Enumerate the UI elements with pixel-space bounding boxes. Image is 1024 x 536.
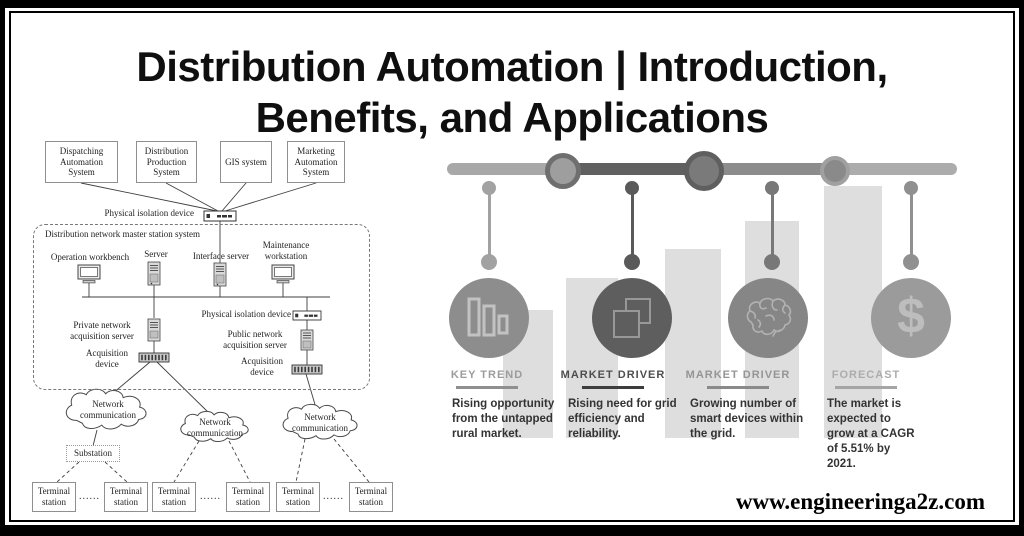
system-box-dispatching: Dispatching Automation System — [45, 141, 118, 183]
body-line: efficiency and — [568, 413, 645, 425]
column-header-forecast: FORECAST — [831, 369, 901, 381]
connector-4-line — [909, 193, 913, 255]
page-title-line2: Benefits, and Applications — [255, 94, 769, 142]
brain-icon — [746, 297, 792, 337]
header-rule-1 — [456, 386, 518, 389]
maintenance-workstation-label: Maintenance workstation — [262, 240, 310, 261]
body-line: reliability. — [568, 428, 621, 440]
milestone-circle-market-driver-1 — [592, 278, 672, 358]
body-line: 2021. — [827, 458, 856, 470]
body-line: Rising opportunity — [452, 398, 555, 410]
milestone-circle-forecast: $ — [871, 278, 951, 358]
connector-4-top-dot — [904, 181, 918, 195]
timeline-segment-1 — [447, 163, 561, 175]
column-header-market-driver-1: MARKET DRIVER — [560, 369, 666, 381]
connector-4-bottom-dot — [903, 254, 919, 270]
timeline-segment-2 — [561, 163, 703, 175]
master-station-dashed-box — [33, 224, 370, 390]
body-line: Growing number of — [690, 398, 797, 410]
interface-server-label: Interface server — [192, 251, 250, 261]
column-body-market-driver-2: Growing number of smart devices within t… — [690, 397, 840, 442]
connector-1-top-dot — [482, 181, 496, 195]
page-title: Distribution Automation | Introduction,B… — [0, 41, 1024, 143]
timeline-segment-3 — [703, 163, 835, 175]
connector-2-bottom-dot — [624, 254, 640, 270]
timeline-node-1 — [545, 153, 581, 189]
body-line: rural market. — [452, 428, 522, 440]
body-line: smart devices within — [690, 413, 804, 425]
private-network-server-label: Private network acquisition server — [70, 320, 134, 341]
ellipsis-1: ...... — [79, 491, 100, 502]
body-line: grow at a CAGR — [827, 428, 915, 440]
body-line: expected to — [827, 413, 891, 425]
cloud-label-3: Network communication — [292, 412, 348, 433]
physical-isolation-device-icon-top — [203, 210, 237, 222]
header-rule-4 — [835, 386, 897, 389]
body-line: Rising need for grid — [568, 398, 677, 410]
bar-chart-icon — [467, 297, 509, 337]
website-url: www.engineeringa2z.com — [735, 489, 985, 514]
ellipsis-2: ...... — [200, 491, 221, 502]
background-bar-3 — [665, 249, 721, 438]
connector-3-line — [770, 193, 774, 255]
cloud-label-2: Network communication — [187, 417, 243, 438]
operation-workbench-label: Operation workbench — [50, 252, 130, 262]
header-rule-2 — [582, 386, 644, 389]
connector-2-line — [630, 193, 634, 255]
terminal-station-box-6: Terminal station — [349, 482, 393, 512]
milestone-circle-market-driver-2 — [728, 278, 808, 358]
terminal-station-box-5: Terminal station — [276, 482, 320, 512]
substation-box: Substation — [66, 445, 120, 462]
column-header-market-driver-2: MARKET DRIVER — [685, 369, 791, 381]
server-label: Server — [144, 249, 168, 259]
physical-isolation-device-top-label: Physical isolation device — [104, 208, 194, 218]
connector-1-bottom-dot — [481, 254, 497, 270]
timeline-segment-4 — [835, 163, 957, 175]
public-network-server-label: Public network acquisition server — [223, 329, 287, 350]
column-body-key-trend: Rising opportunity from the untapped rur… — [452, 397, 602, 442]
overlapping-squares-icon — [613, 298, 651, 338]
column-body-market-driver-1: Rising need for grid efficiency and reli… — [568, 397, 718, 442]
timeline-node-3 — [820, 156, 850, 186]
body-line: the grid. — [690, 428, 736, 440]
terminal-station-box-1: Terminal station — [32, 482, 76, 512]
page-title-line1: Distribution Automation | Introduction, — [136, 43, 888, 91]
connector-1-line — [487, 193, 491, 255]
connector-3-bottom-dot — [764, 254, 780, 270]
acquisition-device-1-label: Acquisition device — [86, 348, 128, 369]
header-rule-3 — [707, 386, 769, 389]
timeline-node-2 — [684, 151, 724, 191]
terminal-station-box-4: Terminal station — [226, 482, 270, 512]
body-line: The market is — [827, 398, 902, 410]
system-box-gis: GIS system — [220, 141, 272, 183]
column-body-forecast: The market is expected to grow at a CAGR… — [827, 397, 977, 472]
master-station-box-label: Distribution network master station syst… — [45, 229, 200, 239]
cloud-label-1: Network communication — [80, 399, 136, 420]
connector-2-top-dot — [625, 181, 639, 195]
system-box-marketing: Marketing Automation System — [287, 141, 345, 183]
dollar-icon: $ — [897, 288, 925, 344]
acquisition-device-2-label: Acquisition device — [241, 356, 283, 377]
physical-isolation-device-inner-label: Physical isolation device — [201, 309, 291, 319]
system-box-distribution-production: Distribution Production System — [136, 141, 197, 183]
ellipsis-3: ...... — [323, 491, 344, 502]
terminal-station-box-2: Terminal station — [104, 482, 148, 512]
milestone-circle-key-trend — [449, 278, 529, 358]
column-header-key-trend: KEY TREND — [450, 369, 524, 381]
terminal-station-box-3: Terminal station — [152, 482, 196, 512]
body-line: of 5.51% by — [827, 443, 891, 455]
body-line: from the untapped — [452, 413, 553, 425]
connector-3-top-dot — [765, 181, 779, 195]
